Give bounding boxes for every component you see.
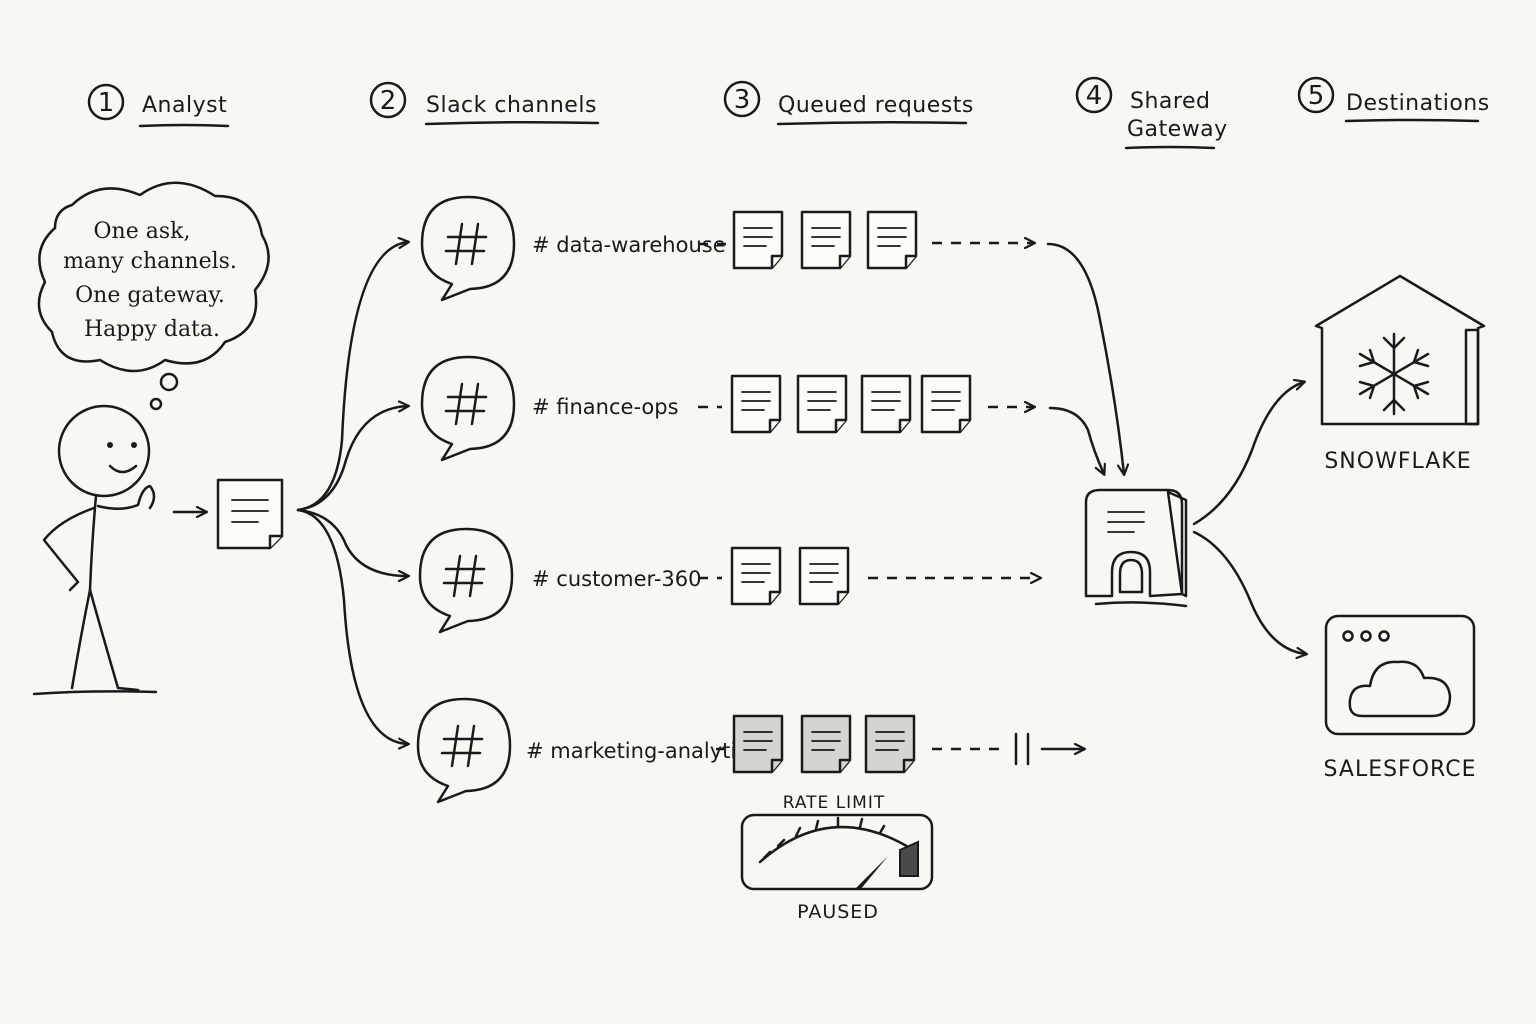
queued-request-doc [730, 546, 782, 606]
analyst-head [57, 404, 151, 498]
step-number: 5 [1308, 81, 1325, 111]
queued-request-doc [860, 374, 912, 434]
thought-dot-large [159, 372, 179, 392]
thought-bubble: One ask, many channels. One gateway. Hap… [37, 181, 270, 411]
slack-bubble-icon [420, 195, 516, 302]
slack-bubble-icon [416, 697, 512, 804]
queued-request-doc [800, 210, 852, 270]
queued-request-doc [732, 714, 784, 774]
thought-dot-small [149, 397, 163, 411]
branch-to-data-warehouse [296, 242, 408, 512]
arrow-to-salesforce [1192, 530, 1306, 654]
step-label: Slack channels [426, 93, 597, 118]
branch-to-finance-ops [296, 406, 408, 512]
thought-line-2: many channels. [63, 249, 237, 274]
snowflake-warehouse-icon [1314, 274, 1486, 426]
analyst-figure [32, 404, 158, 696]
analyst-right-arm [96, 484, 156, 510]
request-document-icon [216, 478, 284, 550]
channel-row-data-warehouse[interactable]: # data-warehouse [420, 195, 1034, 302]
underline [1124, 145, 1216, 150]
branch-to-marketing-analytics [296, 508, 408, 744]
pause-icon [1014, 732, 1030, 766]
analyst-eye-right [131, 442, 137, 448]
channel-name: # marketing-analytics [526, 739, 759, 763]
step-number-circle [1297, 76, 1335, 114]
step-number: 3 [734, 85, 751, 115]
analyst-body [88, 494, 98, 592]
gateway-inbound-arrows [1046, 242, 1124, 474]
channel-name: # finance-ops [532, 395, 679, 419]
analyst-left-arm [42, 506, 96, 592]
analyst-eye-left [107, 442, 113, 448]
queued-request-doc [730, 374, 782, 434]
step-label: Analyst [142, 93, 227, 118]
gauge-ticks [762, 816, 886, 860]
channel-row-customer-360[interactable]: # customer-360 [418, 527, 1040, 634]
destination-name: SALESFORCE [1324, 757, 1477, 782]
queued-request-doc [796, 374, 848, 434]
underline [1344, 118, 1480, 123]
channel-row-marketing-analytics[interactable]: # marketing-analytics [416, 697, 1084, 804]
queued-request-doc [864, 714, 916, 774]
ground-line [32, 690, 158, 696]
step-number: 2 [380, 86, 397, 116]
thought-line-4: Happy data. [84, 317, 220, 342]
step-number-circle [369, 81, 407, 119]
queued-request-doc [800, 714, 852, 774]
slack-bubble-icon [420, 355, 516, 462]
step-number-circle [1075, 76, 1113, 114]
thought-line-1: One ask, [94, 219, 191, 244]
fan-out-branches [296, 242, 408, 744]
channel-name: # data-warehouse [532, 233, 726, 257]
slack-bubble-icon [418, 527, 514, 634]
channel-name: # customer-360 [532, 567, 701, 591]
step-number: 1 [98, 88, 115, 118]
arrow-into-gateway [1048, 406, 1104, 474]
step-label: Queued requests [778, 93, 974, 118]
step-label: Destinations [1346, 91, 1490, 116]
rate-limit-title: RATE LIMIT [783, 793, 886, 813]
thought-line-3: One gateway. [75, 283, 225, 308]
gauge-red-zone [899, 840, 919, 877]
cloud-window-icon [1324, 614, 1476, 736]
underline [138, 123, 230, 128]
thought-cloud [37, 181, 270, 373]
queued-request-doc [920, 374, 972, 434]
step-number-circle [723, 80, 761, 118]
destination-snowflake[interactable]: SNOWFLAKE [1314, 274, 1486, 474]
step-header-1: 1 Analyst [87, 83, 230, 128]
destination-salesforce[interactable]: SALESFORCE [1324, 614, 1477, 782]
arrow-into-gateway [1046, 242, 1124, 474]
step-label-line1: Shared [1130, 89, 1210, 114]
queued-request-doc [866, 210, 918, 270]
underline [424, 120, 600, 126]
underline [776, 120, 968, 126]
branch-to-customer-360 [296, 508, 408, 576]
shared-gateway-icon [1084, 488, 1188, 608]
analyst-right-leg [88, 588, 140, 692]
step-label-line2: Gateway [1127, 117, 1228, 142]
gauge-frame [740, 813, 934, 891]
step-number-circle [87, 83, 125, 121]
step-number: 4 [1086, 81, 1103, 111]
step-header-5: 5 Destinations [1297, 76, 1490, 123]
arrow-to-snowflake [1192, 382, 1304, 526]
channel-row-finance-ops[interactable]: # finance-ops [420, 355, 1034, 462]
destination-name: SNOWFLAKE [1324, 449, 1471, 474]
step-header-3: 3 Queued requests [723, 80, 974, 126]
step-header-2: 2 Slack channels [369, 81, 600, 126]
queued-request-doc [798, 546, 850, 606]
analyst-left-leg [70, 588, 92, 690]
gauge-needle [856, 856, 888, 890]
analyst-smile [108, 464, 138, 474]
gauge-status: PAUSED [797, 901, 879, 923]
step-header-4: 4 Shared Gateway [1075, 76, 1228, 150]
gateway-outbound-arrows [1192, 382, 1306, 654]
rate-limit-gauge: RATE LIMIT PAUSED [740, 793, 934, 923]
queued-request-doc [732, 210, 784, 270]
gauge-arc [758, 825, 912, 864]
